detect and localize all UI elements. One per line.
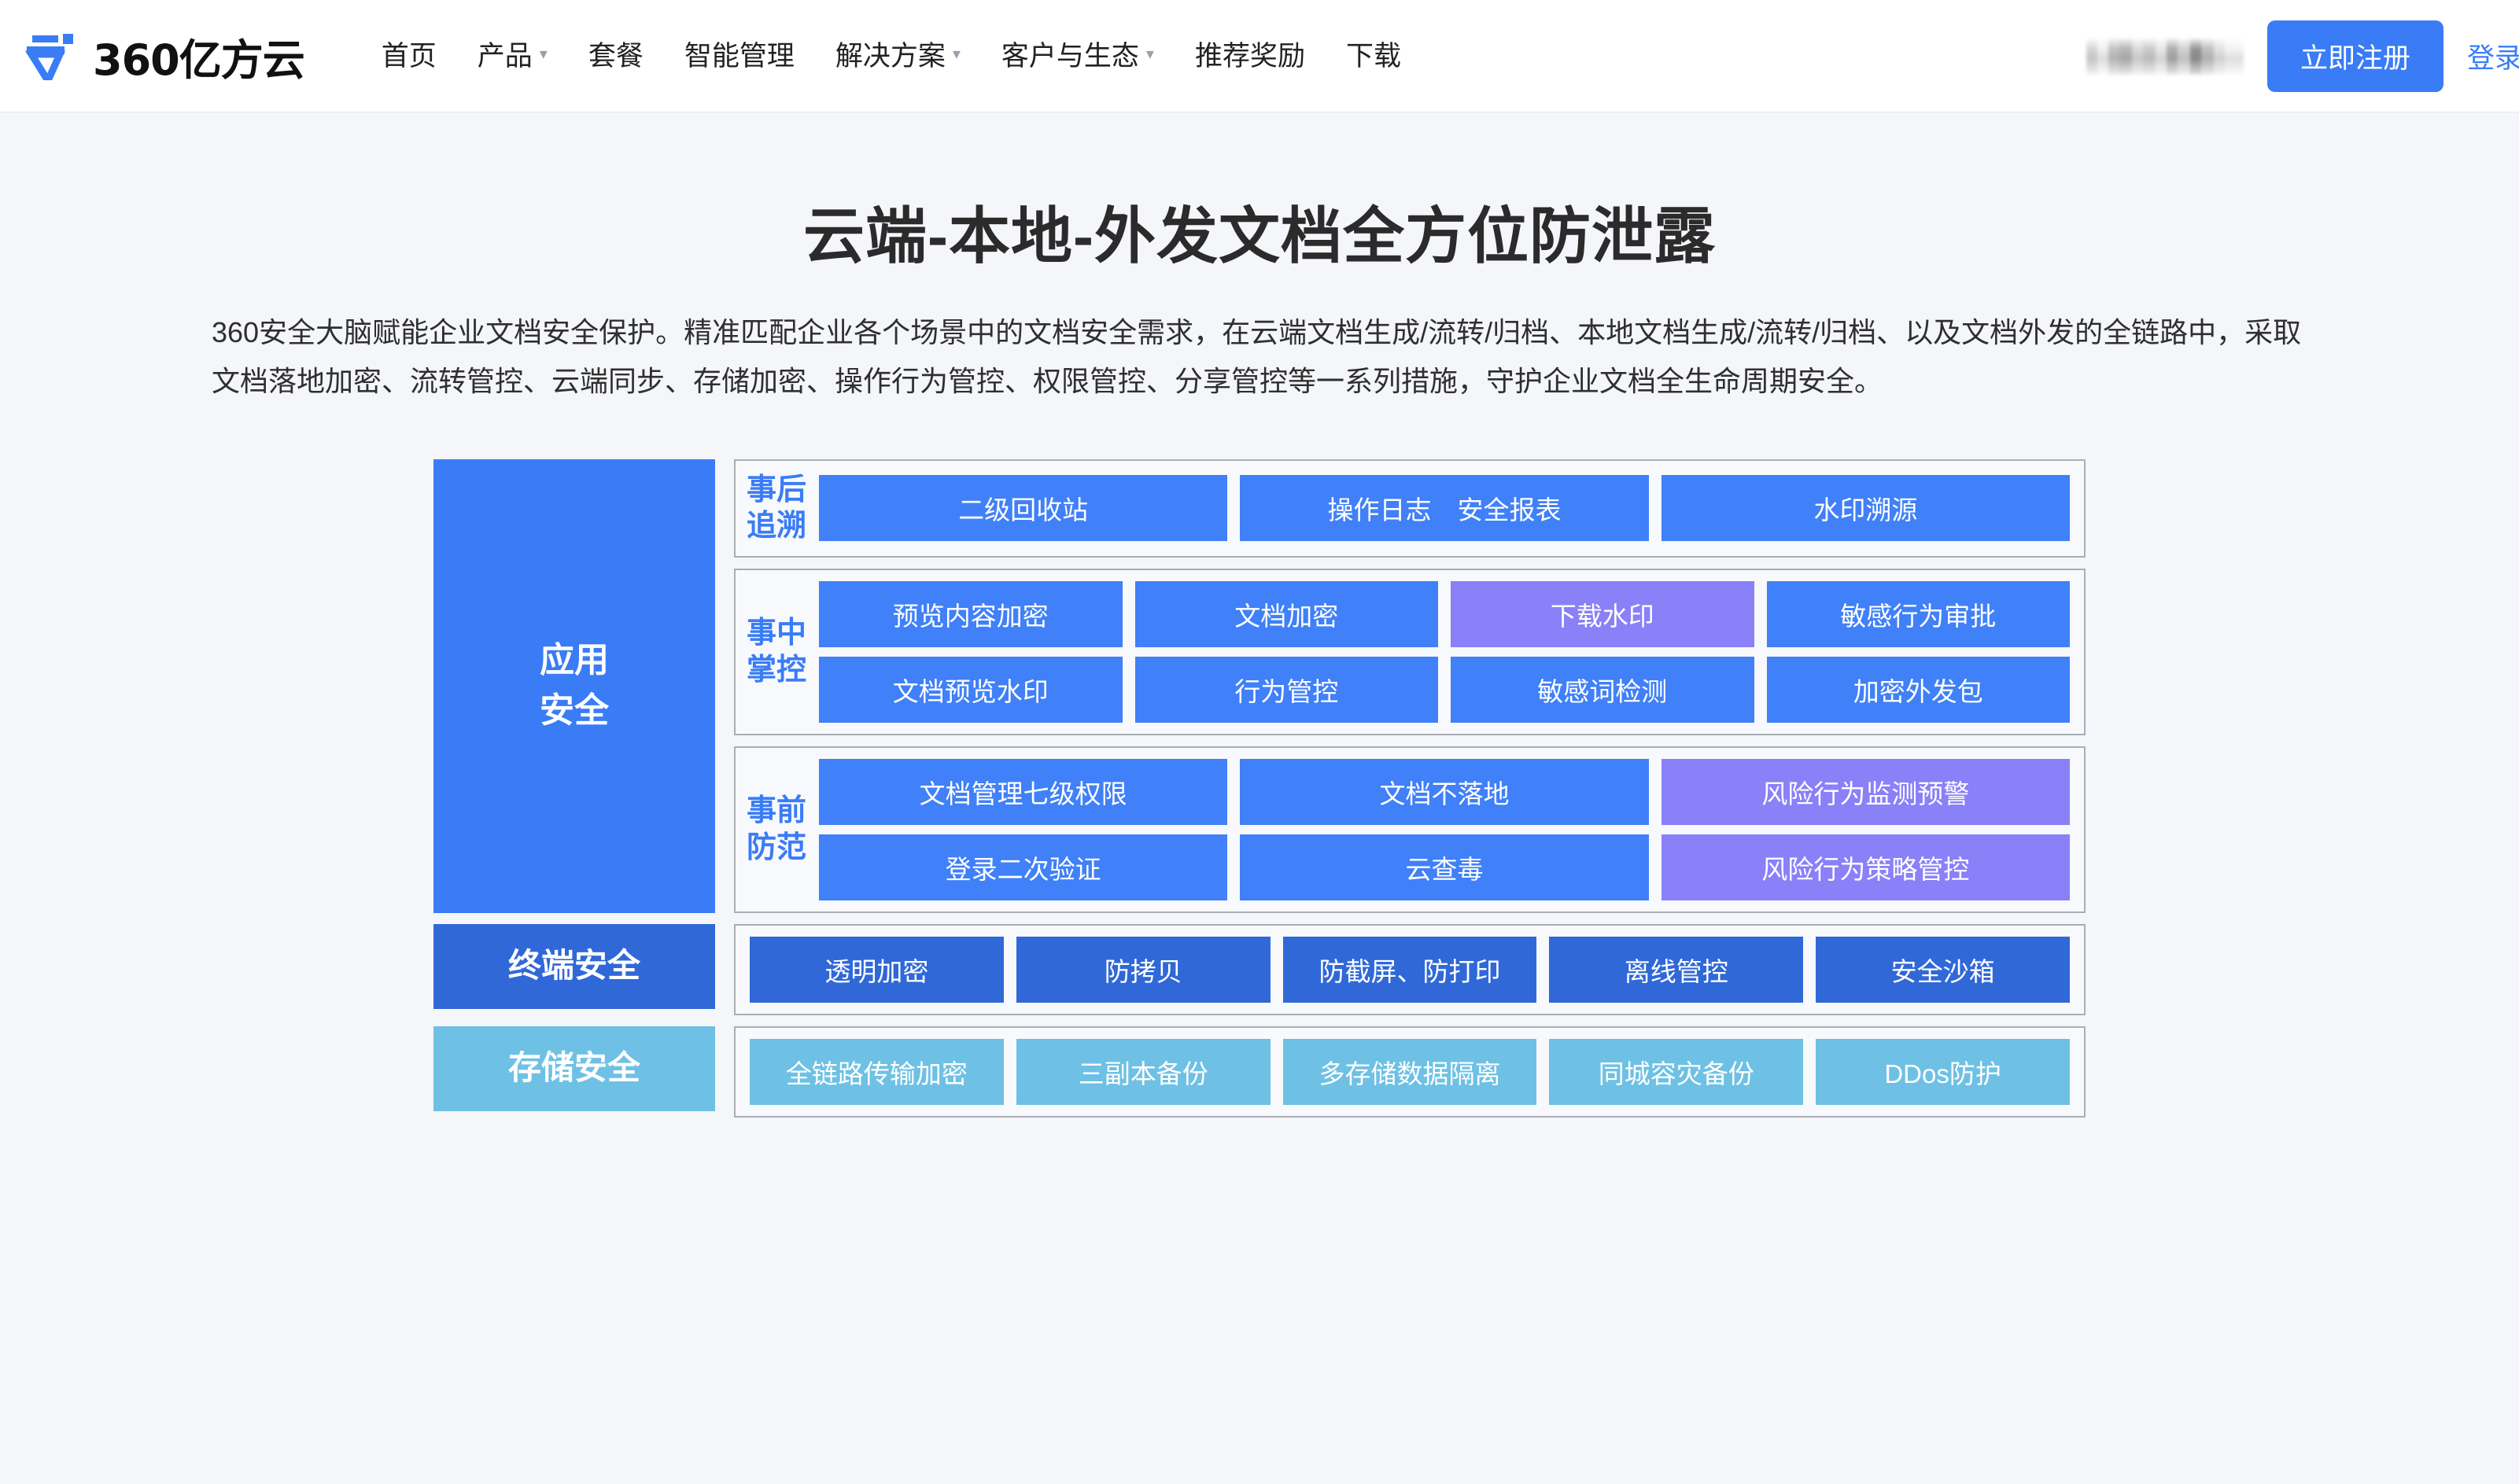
band-label-storage-security: 存储安全 bbox=[433, 1026, 715, 1111]
feature-tile[interactable]: 登录二次验证 bbox=[819, 834, 1228, 900]
feature-tile[interactable]: 安全沙箱 bbox=[1816, 936, 2070, 1003]
feature-tile[interactable]: 敏感词检测 bbox=[1451, 656, 1754, 723]
page-content: 云端-本地-外发文档全方位防泄露 360安全大脑赋能企业文档安全保护。精准匹配企… bbox=[0, 112, 2519, 1484]
nav-label: 产品 bbox=[477, 40, 533, 72]
page-description: 360安全大脑赋能企业文档安全保护。精准匹配企业各个场景中的文档安全需求，在云端… bbox=[212, 316, 2302, 397]
group-tiles: 预览内容加密 文档加密 下载水印 敏感行为审批 文档预览水印 行为管控 敏感词检… bbox=[819, 580, 2070, 723]
nav-item-plans[interactable]: 套餐 bbox=[568, 0, 664, 112]
nav-label: 套餐 bbox=[588, 40, 644, 72]
feature-tile[interactable]: 预览内容加密 bbox=[819, 580, 1123, 647]
storage-security-band: 存储安全 全链路传输加密 三副本备份 多存储数据隔离 同城容灾备份 DDos防护 bbox=[433, 1026, 2086, 1118]
feature-tile[interactable]: 下载水印 bbox=[1451, 580, 1754, 647]
application-security-band: 应用 安全 事后 追溯 二级回收站 操作日志 安全报表 水印溯源 事中 bbox=[433, 458, 2086, 913]
group-in-process-control: 事中 掌控 预览内容加密 文档加密 下载水印 敏感行为审批 文档预览水印 行为管… bbox=[734, 568, 2086, 735]
nav-item-referral-rewards[interactable]: 推荐奖励 bbox=[1175, 0, 1326, 112]
security-architecture-diagram: 应用 安全 事后 追溯 二级回收站 操作日志 安全报表 水印溯源 事中 bbox=[433, 458, 2086, 1118]
nav-item-smart-management[interactable]: 智能管理 bbox=[664, 0, 815, 112]
feature-tile[interactable]: 离线管控 bbox=[1549, 936, 1804, 1003]
band-label-terminal-security: 终端安全 bbox=[433, 923, 715, 1009]
feature-tile[interactable]: 文档预览水印 bbox=[819, 656, 1123, 723]
feature-tile[interactable]: 三副本备份 bbox=[1016, 1038, 1271, 1105]
nav-label: 推荐奖励 bbox=[1194, 40, 1305, 72]
group-label: 事后 追溯 bbox=[747, 473, 807, 543]
band-label-application-security: 应用 安全 bbox=[433, 458, 715, 913]
feature-tile[interactable]: 防截屏、防打印 bbox=[1282, 936, 1537, 1003]
site-header: 360亿方云 首页 产品 ▾ 套餐 智能管理 解决方案 ▾ 客户与生态 ▾ 推荐… bbox=[0, 0, 2519, 112]
tile-row: 文档管理七级权限 文档不落地 风险行为监测预警 bbox=[819, 758, 2070, 825]
feature-tile[interactable]: 同城容灾备份 bbox=[1549, 1038, 1804, 1105]
page-title: 云端-本地-外发文档全方位防泄露 bbox=[803, 201, 1716, 271]
group-tiles: 文档管理七级权限 文档不落地 风险行为监测预警 登录二次验证 云查毒 风险行为策… bbox=[819, 758, 2070, 900]
nav-label: 下载 bbox=[1345, 40, 1401, 72]
nav-label: 首页 bbox=[381, 40, 437, 72]
chevron-down-icon: ▾ bbox=[1145, 45, 1154, 63]
group-label: 事前 防范 bbox=[747, 794, 807, 864]
register-button[interactable]: 立即注册 bbox=[2266, 20, 2443, 92]
account-name-redacted bbox=[2086, 38, 2244, 75]
feature-tile[interactable]: 敏感行为审批 bbox=[1766, 580, 2070, 647]
application-security-groups: 事后 追溯 二级回收站 操作日志 安全报表 水印溯源 事中 掌控 预 bbox=[734, 458, 2086, 913]
nav-item-download[interactable]: 下载 bbox=[1326, 0, 1422, 112]
group-label: 事中 掌控 bbox=[747, 617, 807, 687]
group-tiles: 二级回收站 操作日志 安全报表 水印溯源 bbox=[819, 475, 2070, 542]
group-post-incident-traceability: 事后 追溯 二级回收站 操作日志 安全报表 水印溯源 bbox=[734, 458, 2086, 558]
feature-tile[interactable]: 透明加密 bbox=[750, 936, 1004, 1003]
brand-logo[interactable]: 360亿方云 bbox=[24, 25, 305, 87]
feature-tile[interactable]: 水印溯源 bbox=[1661, 475, 2070, 542]
feature-tile[interactable]: DDos防护 bbox=[1816, 1038, 2070, 1105]
nav-item-home[interactable]: 首页 bbox=[361, 0, 457, 112]
feature-tile[interactable]: 全链路传输加密 bbox=[750, 1038, 1004, 1105]
brand-wordmark: 360亿方云 bbox=[93, 35, 305, 85]
yifangyun-pen-logo-icon bbox=[24, 34, 73, 80]
feature-tile[interactable]: 操作日志 安全报表 bbox=[1240, 475, 1649, 542]
feature-tile[interactable]: 加密外发包 bbox=[1766, 656, 2070, 723]
feature-tile[interactable]: 风险行为策略管控 bbox=[1661, 834, 2070, 900]
nav-label: 智能管理 bbox=[684, 40, 795, 72]
nav-item-products[interactable]: 产品 ▾ bbox=[457, 0, 568, 112]
tile-row: 预览内容加密 文档加密 下载水印 敏感行为审批 bbox=[819, 580, 2070, 647]
feature-tile[interactable]: 文档管理七级权限 bbox=[819, 758, 1228, 825]
nav-label: 客户与生态 bbox=[1001, 40, 1139, 72]
feature-tile[interactable]: 防拷贝 bbox=[1016, 936, 1271, 1003]
terminal-security-tiles: 透明加密 防拷贝 防截屏、防打印 离线管控 安全沙箱 bbox=[734, 923, 2086, 1015]
feature-tile[interactable]: 多存储数据隔离 bbox=[1282, 1038, 1537, 1105]
feature-tile[interactable]: 云查毒 bbox=[1240, 834, 1649, 900]
chevron-down-icon: ▾ bbox=[952, 45, 961, 63]
tile-row: 二级回收站 操作日志 安全报表 水印溯源 bbox=[819, 475, 2070, 542]
feature-tile[interactable]: 二级回收站 bbox=[819, 475, 1228, 542]
terminal-security-band: 终端安全 透明加密 防拷贝 防截屏、防打印 离线管控 安全沙箱 bbox=[433, 923, 2086, 1015]
feature-tile[interactable]: 行为管控 bbox=[1134, 656, 1438, 723]
feature-tile[interactable]: 文档加密 bbox=[1134, 580, 1438, 647]
nav-label: 解决方案 bbox=[835, 40, 946, 72]
header-actions: 立即注册 登录 bbox=[2086, 0, 2519, 112]
nav-item-customers-ecosystem[interactable]: 客户与生态 ▾ bbox=[981, 0, 1175, 112]
feature-tile[interactable]: 文档不落地 bbox=[1240, 758, 1649, 825]
login-link[interactable]: 登录 bbox=[2466, 43, 2519, 74]
feature-tile[interactable]: 风险行为监测预警 bbox=[1661, 758, 2070, 825]
storage-security-tiles: 全链路传输加密 三副本备份 多存储数据隔离 同城容灾备份 DDos防护 bbox=[734, 1026, 2086, 1118]
group-pre-incident-prevention: 事前 防范 文档管理七级权限 文档不落地 风险行为监测预警 登录二次验证 云查毒… bbox=[734, 746, 2086, 913]
main-navigation: 首页 产品 ▾ 套餐 智能管理 解决方案 ▾ 客户与生态 ▾ 推荐奖励 下载 bbox=[361, 0, 1422, 112]
tile-row: 文档预览水印 行为管控 敏感词检测 加密外发包 bbox=[819, 656, 2070, 723]
nav-item-solutions[interactable]: 解决方案 ▾ bbox=[815, 0, 981, 112]
chevron-down-icon: ▾ bbox=[539, 45, 548, 63]
tile-row: 登录二次验证 云查毒 风险行为策略管控 bbox=[819, 834, 2070, 900]
